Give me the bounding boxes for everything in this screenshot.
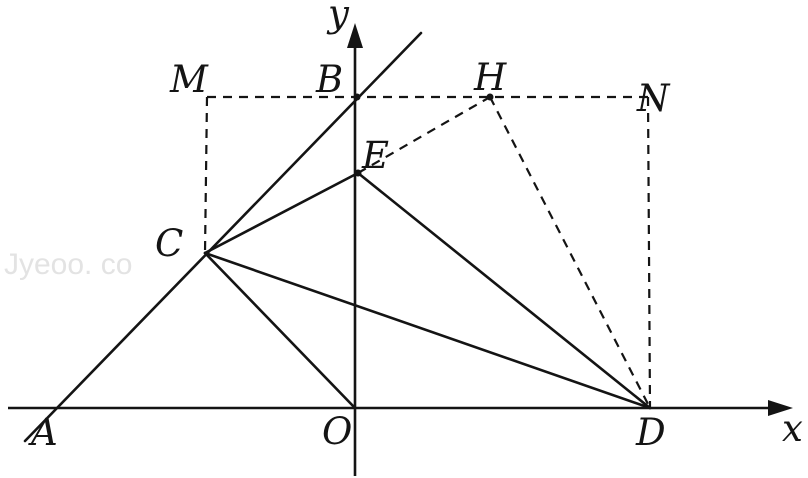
point-H	[486, 93, 494, 101]
segment-MC-dashed	[203, 96, 209, 254]
x-axis-arrow-icon	[768, 400, 793, 416]
point-label-H: H	[473, 56, 507, 99]
x-axis-label: x	[782, 407, 803, 450]
segment-ED	[356, 171, 652, 410]
segment-CE	[203, 171, 360, 255]
point-label-O: O	[322, 410, 352, 453]
point-label-M: M	[169, 58, 209, 101]
point-label-D: D	[635, 411, 666, 454]
point-label-E: E	[361, 134, 389, 177]
segment-CD	[203, 251, 652, 410]
segment-CO	[203, 251, 357, 410]
line-AB	[23, 31, 423, 443]
y-axis-label: y	[326, 0, 350, 35]
point-E	[354, 169, 362, 177]
segment-ND-dashed	[646, 96, 652, 409]
point-label-B: B	[315, 58, 343, 101]
segment-HD-dashed	[489, 96, 651, 409]
point-label-N: N	[636, 77, 671, 120]
y-axis-arrow-icon	[347, 23, 363, 48]
watermark-text: Jyeoo. co	[4, 248, 132, 281]
point-label-A: A	[28, 411, 58, 454]
point-label-C: C	[155, 222, 183, 265]
point-B	[353, 93, 361, 101]
